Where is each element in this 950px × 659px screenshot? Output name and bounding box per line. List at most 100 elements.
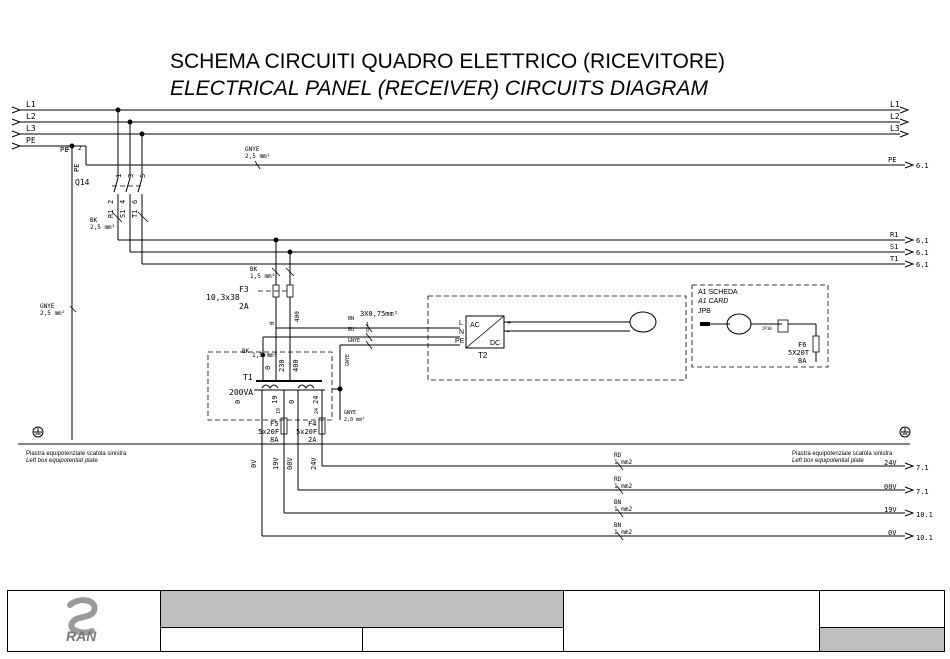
s1-out-label: S1 [890,243,898,251]
plate-right-en: Left box equipotential plate [792,458,864,464]
t2-l: L [459,320,463,327]
r1-out-label: R1 [890,231,898,239]
out1-ref: 7.1 [916,464,929,472]
a1-name-en: A1 CARD [697,298,728,305]
bk-t1-color: BK [242,348,250,355]
t1-primary-0: 0 [264,366,272,370]
gnye-left-color: GNYE [40,303,55,310]
t2-output-coil [629,311,657,333]
t1-primary-230: 230 [278,359,286,372]
gnye-small-size: 2,0 mm² [344,417,365,423]
title-english: ELECTRICAL PANEL (RECEIVER) CIRCUITS DIA… [170,77,708,100]
circuit-diagram: SCHEMA CIRCUITI QUADRO ELETTRICO (RICEVI… [11,50,933,542]
q14-out-t1: T1 [131,210,139,218]
label-l2-left: L2 [26,112,36,121]
bus-lines [11,106,910,150]
t1-power: 200VA [229,388,253,397]
f4-fuse [318,417,326,435]
out3-value: 19V [884,506,897,514]
t1-secondary-0-right: 0 [288,400,296,404]
t1-out-19: 19 [276,408,282,414]
out1-value: 24V [884,459,897,467]
f5-current: 8A [270,436,279,444]
t1-secondary-19: 19 [271,396,279,404]
label-l3-left: L3 [26,124,36,133]
gnye-left-size: 2,5 mm² [40,310,65,317]
title-block-cell-a [160,627,363,652]
out3-color: BN [614,499,622,506]
out4-ref: 10.1 [916,534,933,542]
t2-cable-bu: BU [348,327,354,333]
out4-color: BN [614,522,622,529]
t1-label: T1 [243,373,253,382]
out2-color: RD [614,476,622,483]
t2-plus: + [507,320,511,327]
t2-cable-gnye: GNYE [348,338,360,344]
label-pe-left: PE [26,136,36,145]
f4-rating: 5x20F [296,428,317,436]
out3-ref: 10.1 [916,511,933,519]
q14-pin-1: 1 [115,174,123,178]
company-logo: RAN [66,597,98,644]
f6-rating: 5X20T [788,349,810,357]
out2-value: 00V [884,483,897,491]
out4-value: 0V [888,529,897,537]
t2-n0: 0 [366,328,369,334]
t2-enclosure [427,295,687,381]
title-italian: SCHEMA CIRCUITI QUADRO ELETTRICO (RICEVI… [170,50,725,73]
s1-out-ref: 6.1 [916,249,929,257]
vlabel-19v: 19V [272,457,280,470]
plate-right-it: Piastra equipotenziale scatola sinistra [792,451,893,457]
t1-out-ref: 6.1 [916,261,929,269]
a1-card-enclosure [691,284,829,368]
q14-pin-2: 2 [107,200,115,204]
f3-fuse [258,240,295,355]
f3-wire-400: 400 [294,311,301,322]
label-l2-right: L2 [890,112,900,121]
ground-icon-left [32,426,44,438]
out1-size: 1 mm2 [614,459,632,466]
out1-color: RD [614,452,622,459]
t2-converter [465,315,505,349]
a1-pin-label: JP10 [762,326,772,331]
f3-rating: 10,3x38 [206,293,240,302]
t2-n1: 1 [366,322,369,328]
a1-coil [726,313,752,335]
vlabel-24v: 24V [310,457,318,470]
pe-out-ref: 6.1 [916,162,929,170]
t2-minus: - [507,329,510,336]
out2-size: 1 mm2 [614,483,632,490]
t2-dc: DC [490,340,500,347]
pe-vertical-label: PE [73,164,81,172]
f5-rating: 5x20F [258,428,279,436]
q14-pin-3: 3 [127,174,135,178]
t2-n: N [459,329,464,336]
bk-f3-size: 1,5 mm² [250,273,275,280]
t1-primary-400: 400 [292,359,300,372]
pe-cable-size: 2,5 mm² [245,153,270,160]
f5-fuse [280,417,288,435]
q14-switch [112,110,144,264]
f5-label: F5 [270,420,278,428]
f3-label: F3 [239,285,249,294]
q14-pin-5: 5 [139,174,147,178]
t2-cable-bn: BN [348,316,354,322]
f6-fuse [812,335,820,353]
a1-connector: JPB [698,308,711,315]
pe-cable-color: GNYE [245,146,260,153]
label-l1-right: L1 [890,100,900,109]
out4-size: 1 mm2 [614,529,632,536]
title-block-cell-e [819,627,945,652]
jpb-connector-pin [700,322,710,326]
q14-pin-4: 4 [119,200,127,204]
bk-main-size: 2,5 mm² [90,224,115,231]
f4-current: 2A [308,436,317,444]
t2-pe: PE [455,338,465,345]
t1-out-24: 24 [314,408,320,414]
t2-ac: AC [470,322,480,329]
logo-cell: RAN [7,590,161,652]
t2-label: T2 [478,351,488,360]
plate-left-en: Left box equipotential plate [26,458,98,464]
title-block-title-cell [160,590,564,628]
bk-f3-color: BK [250,266,258,273]
